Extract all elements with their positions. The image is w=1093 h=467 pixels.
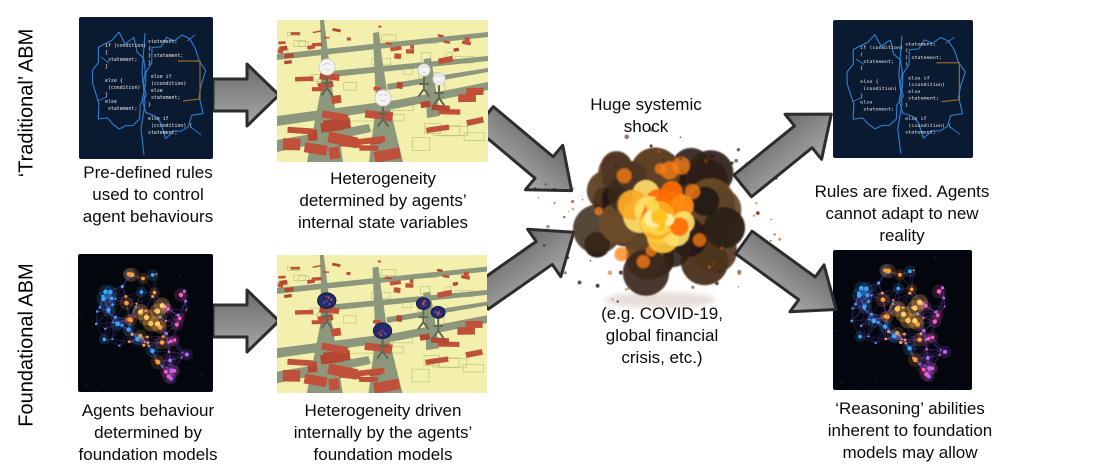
svg-text:statement;{} statement;} else: statement;{} statement;} else if (ccondi… — [148, 39, 192, 136]
label-huge-systemic-shock: Huge systemic shock — [590, 95, 702, 136]
caption-predefined-rules: Pre-defined rules used to control agent … — [82, 163, 214, 226]
caption-heterogeneity-bottom: Heterogeneity driven internally by the a… — [293, 401, 473, 464]
code-brain-image-left: if (condition){ statement;} else { (cond… — [79, 17, 213, 159]
row-label-foundational-abm: Foundational ABM — [15, 263, 38, 427]
row-label-traditional-abm: ‘Traditional’ ABM — [15, 28, 38, 178]
label-shock-examples: (e.g. COVID-19, global financial crisis,… — [601, 304, 723, 367]
explosion-image — [534, 127, 782, 308]
code-brain-image-right: if (condition){ statement;} else { (cond… — [833, 20, 973, 158]
caption-rules-fixed: Rules are fixed. Agents cannot adapt to … — [814, 182, 990, 245]
city-map-image-top — [277, 20, 488, 162]
caption-reasoning-abilities: ‘Reasoning’ abilities inherent to founda… — [827, 399, 993, 467]
brain-network-image-left — [78, 254, 213, 392]
caption-agents-behaviour: Agents behaviour determined by foundatio… — [78, 401, 218, 464]
svg-text:statement;{} statement;} else: statement;{} statement;} else if (ccondi… — [905, 41, 951, 135]
svg-text:if (condition){ statement;}: if (condition){ statement;} else { (cond… — [860, 45, 903, 112]
city-map-image-bottom — [277, 255, 487, 393]
svg-text:if (condition){ statement;}: if (condition){ statement;} else { (cond… — [105, 43, 146, 112]
caption-heterogeneity-top: Heterogeneity determined by agents’ inte… — [297, 169, 469, 232]
brain-network-image-right — [833, 250, 972, 390]
